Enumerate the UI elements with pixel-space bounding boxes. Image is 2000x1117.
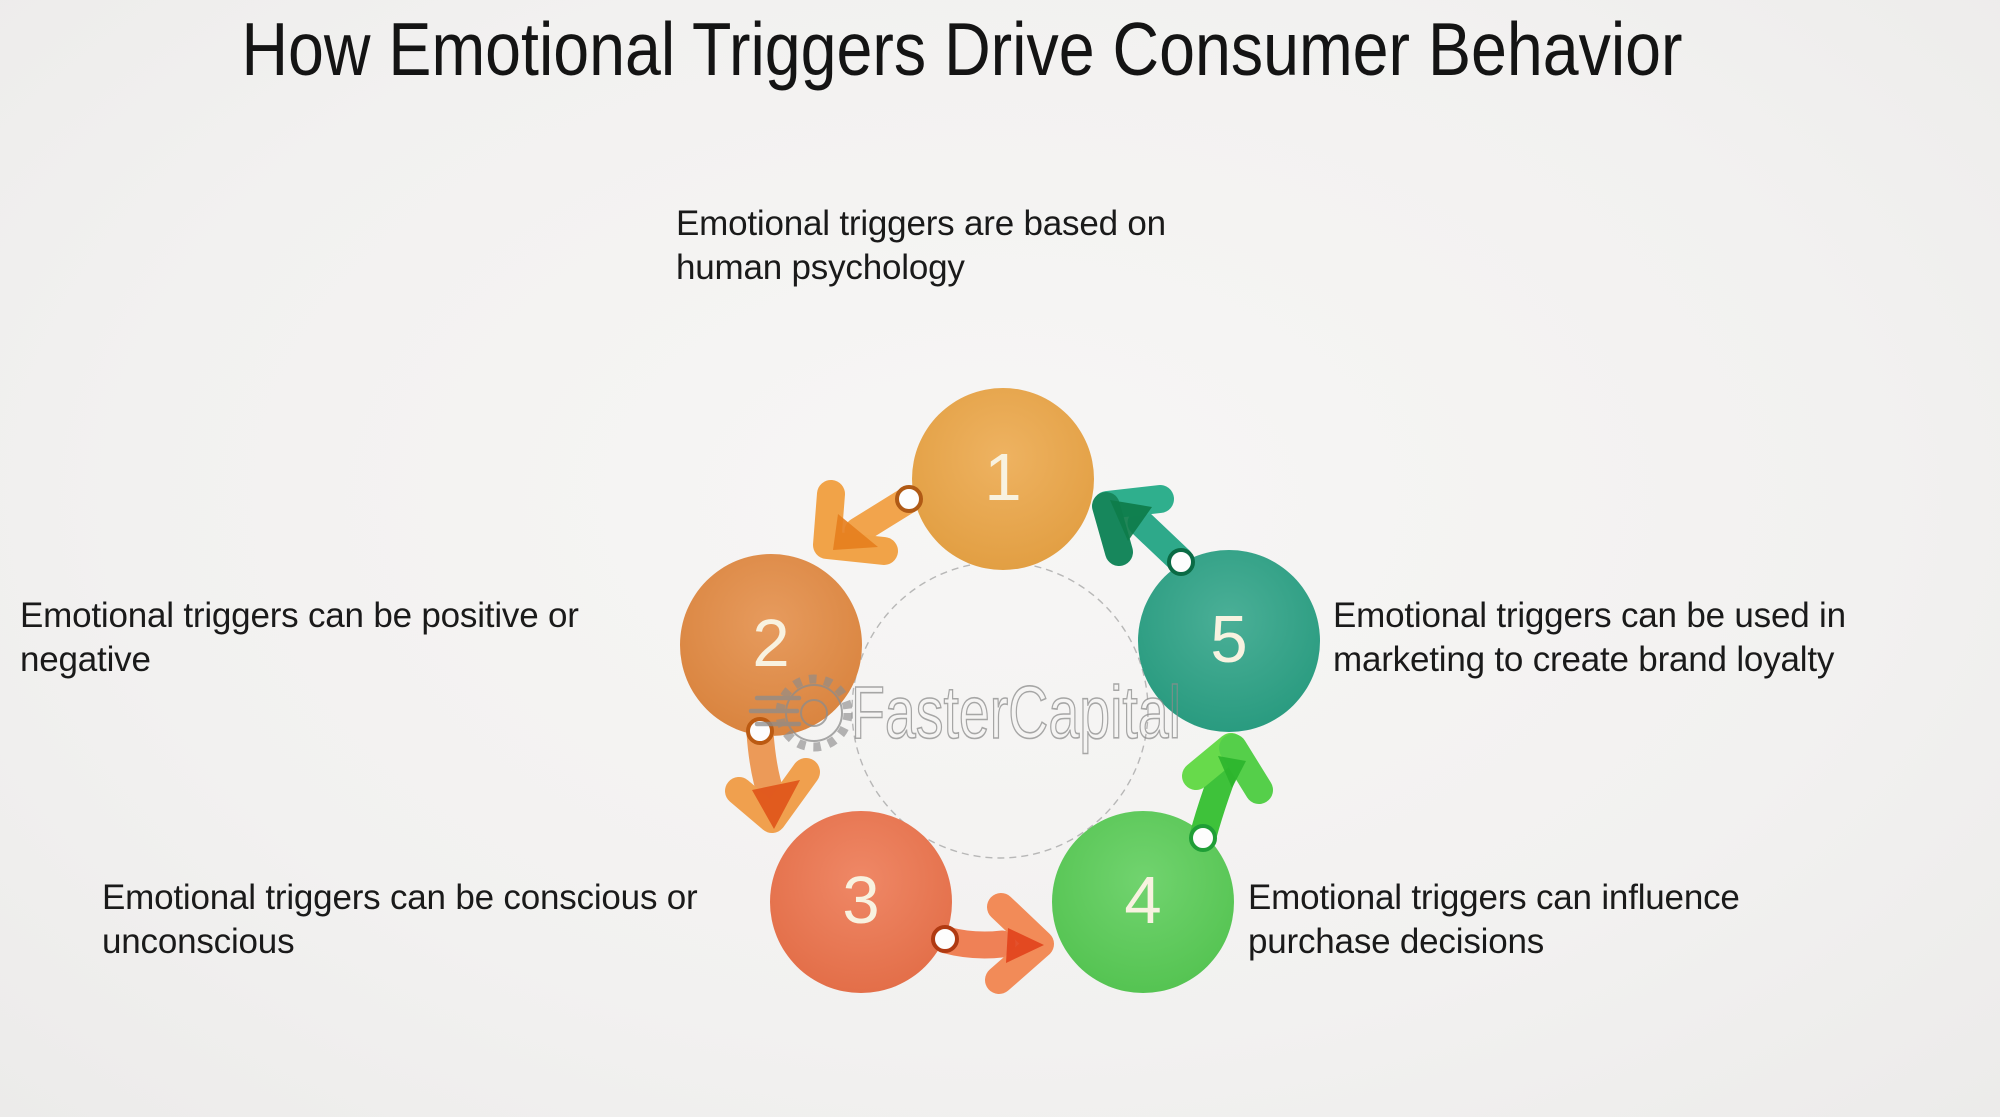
step-circle-5: 5	[1138, 550, 1320, 732]
step-number-5: 5	[1210, 601, 1248, 677]
step-label-4: Emotional triggers can influence purchas…	[1248, 876, 1740, 964]
label-line: marketing to create brand loyalty	[1333, 640, 1835, 679]
step-circle-2: 2	[680, 554, 862, 736]
label-line: human psychology	[676, 248, 965, 287]
dashed-center-circle	[851, 561, 1149, 859]
label-line: Emotional triggers are based on	[676, 204, 1166, 243]
step-circle-1: 1	[912, 388, 1094, 570]
step-number-4: 4	[1124, 862, 1162, 938]
arrow-1-to-2	[813, 480, 923, 565]
step-number-2: 2	[752, 605, 790, 681]
label-line: Emotional triggers can be used in	[1333, 596, 1846, 635]
page-title: How Emotional Triggers Drive Consumer Be…	[241, 7, 1683, 91]
label-line: unconscious	[102, 922, 295, 961]
step-circle-4: 4	[1052, 811, 1234, 993]
step-number-3: 3	[842, 862, 880, 938]
label-line: negative	[20, 640, 151, 679]
label-line: Emotional triggers can be conscious or	[102, 878, 698, 917]
label-line: Emotional triggers can be positive or	[20, 596, 579, 635]
step-label-5: Emotional triggers can be used in market…	[1333, 594, 1846, 682]
label-line: Emotional triggers can influence	[1248, 878, 1740, 917]
label-line: purchase decisions	[1248, 922, 1545, 961]
step-label-3: Emotional triggers can be conscious or u…	[102, 876, 698, 964]
watermark-text: FasterCapital	[851, 671, 1181, 754]
step-circle-3: 3	[770, 811, 952, 993]
step-number-1: 1	[984, 439, 1022, 515]
step-label-2: Emotional triggers can be positive or ne…	[20, 594, 579, 682]
step-label-1: Emotional triggers are based on human ps…	[676, 202, 1166, 290]
